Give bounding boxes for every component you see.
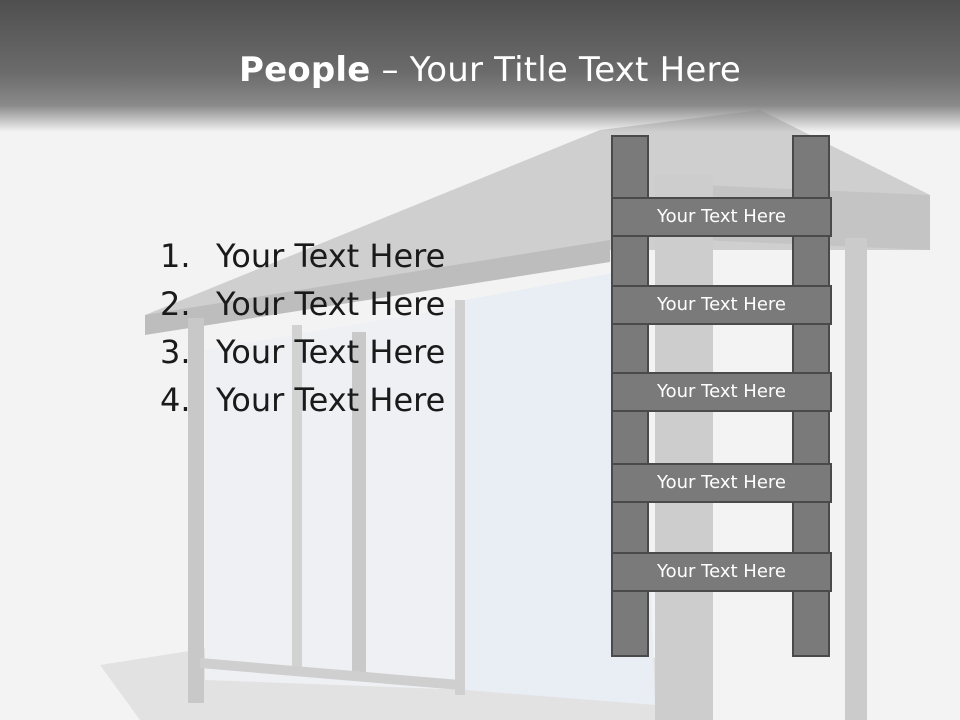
numbered-list: 1. Your Text Here 2. Your Text Here 3. Your…: [160, 232, 445, 424]
ladder-rung: Your Text Here: [611, 372, 832, 412]
title-rest-part: – Your Title Text Here: [370, 50, 742, 90]
list-item: 2. Your Text Here: [160, 280, 445, 328]
ladder-rung: Your Text Here: [611, 197, 832, 237]
list-item-number: 3.: [160, 333, 191, 371]
title-bar: [0, 0, 960, 132]
list-item: 4. Your Text Here: [160, 376, 445, 424]
list-item-text: Your Text Here: [216, 381, 446, 419]
ladder-rung: Your Text Here: [611, 463, 832, 503]
list-item-number: 2.: [160, 285, 191, 323]
list-item-number: 4.: [160, 381, 191, 419]
slide-title: People – Your Title Text Here: [0, 50, 960, 90]
ladder-rung: Your Text Here: [611, 285, 832, 325]
list-item-text: Your Text Here: [216, 237, 446, 275]
list-item-number: 1.: [160, 237, 191, 275]
list-item: 3. Your Text Here: [160, 328, 445, 376]
ladder-rung: Your Text Here: [611, 552, 832, 592]
list-item-text: Your Text Here: [216, 333, 446, 371]
list-item: 1. Your Text Here: [160, 232, 445, 280]
title-bold-part: People: [238, 50, 371, 90]
list-item-text: Your Text Here: [216, 285, 446, 323]
